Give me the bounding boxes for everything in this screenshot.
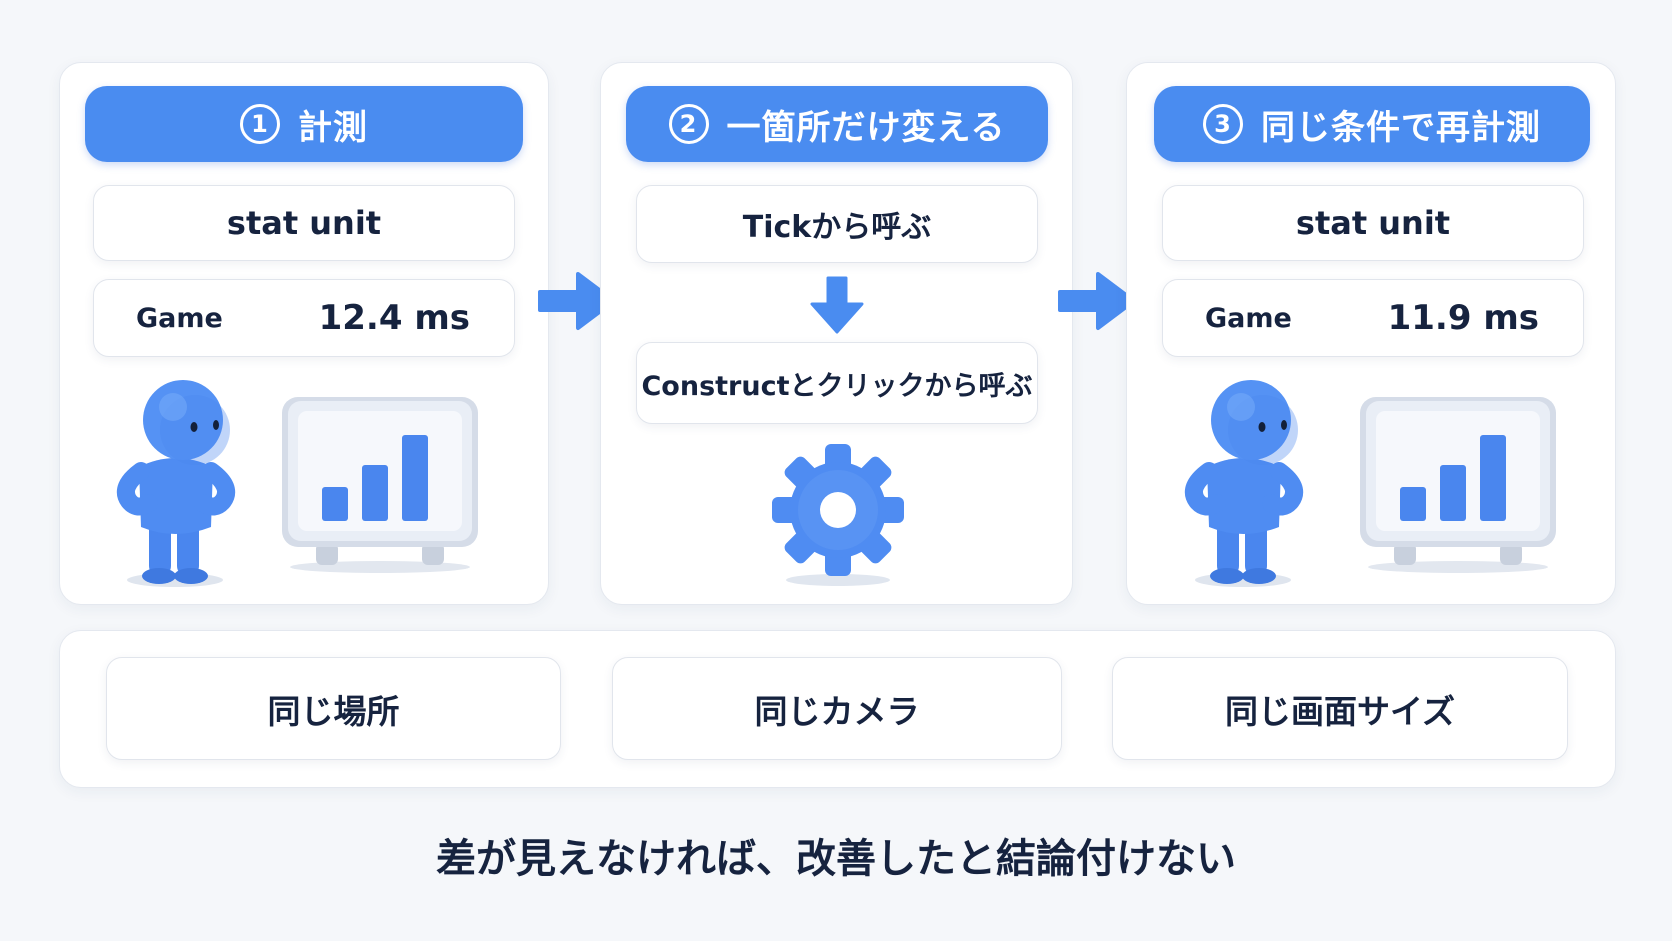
step3-command: stat unit (1295, 204, 1451, 242)
step2-change-from: Tickから呼ぶ (636, 185, 1038, 263)
blue-figure-icon (117, 380, 235, 587)
step3-metric-box: Game 11.9 ms (1162, 279, 1584, 357)
gear-icon (772, 444, 904, 586)
step2-change-from-text: Tickから呼ぶ (742, 210, 932, 245)
condition-same-camera-text: 同じカメラ (754, 691, 920, 731)
step3-number: 3 (1203, 104, 1243, 144)
step2-number: 2 (668, 104, 709, 144)
step2-change-to: Constructとクリックから呼ぶ (636, 342, 1038, 424)
step1-title: 計測 (298, 107, 368, 148)
arrow-right-icon (1058, 272, 1136, 330)
blue-figure-icon (1185, 380, 1303, 587)
condition-same-camera: 同じカメラ (612, 657, 1062, 760)
step2-header: 2 一箇所だけ変える (626, 86, 1048, 162)
arrow-right-icon (538, 272, 616, 330)
step3-command-box: stat unit (1162, 185, 1584, 261)
step1-metric-label: Game (136, 302, 223, 334)
arrow-down-icon (810, 276, 864, 334)
condition-same-screen-size-text: 同じ画面サイズ (1224, 691, 1455, 731)
step2-change-to-text: Constructとクリックから呼ぶ (641, 370, 1033, 402)
condition-same-location: 同じ場所 (106, 657, 561, 760)
condition-same-screen-size: 同じ画面サイズ (1112, 657, 1568, 760)
condition-same-location-text: 同じ場所 (267, 691, 400, 731)
step3-metric-value: 11.9 ms (1387, 298, 1539, 338)
bar-chart-monitor-icon (282, 397, 478, 573)
step3-title: 同じ条件で再計測 (1261, 107, 1541, 148)
step3-metric-label: Game (1205, 302, 1292, 334)
step1-header: 1 計測 (85, 86, 523, 162)
step1-metric-value: 12.4 ms (318, 298, 470, 338)
step1-command: stat unit (226, 204, 382, 242)
step1-number: 1 (240, 104, 280, 144)
step3-header: 3 同じ条件で再計測 (1154, 86, 1590, 162)
step2-title: 一箇所だけ変える (726, 107, 1006, 148)
bar-chart-monitor-icon (1360, 397, 1556, 573)
step1-command-box: stat unit (93, 185, 515, 261)
conclusion-text: 差が見えなければ、改善したと結論付けない (436, 836, 1236, 882)
step1-metric-box: Game 12.4 ms (93, 279, 515, 357)
